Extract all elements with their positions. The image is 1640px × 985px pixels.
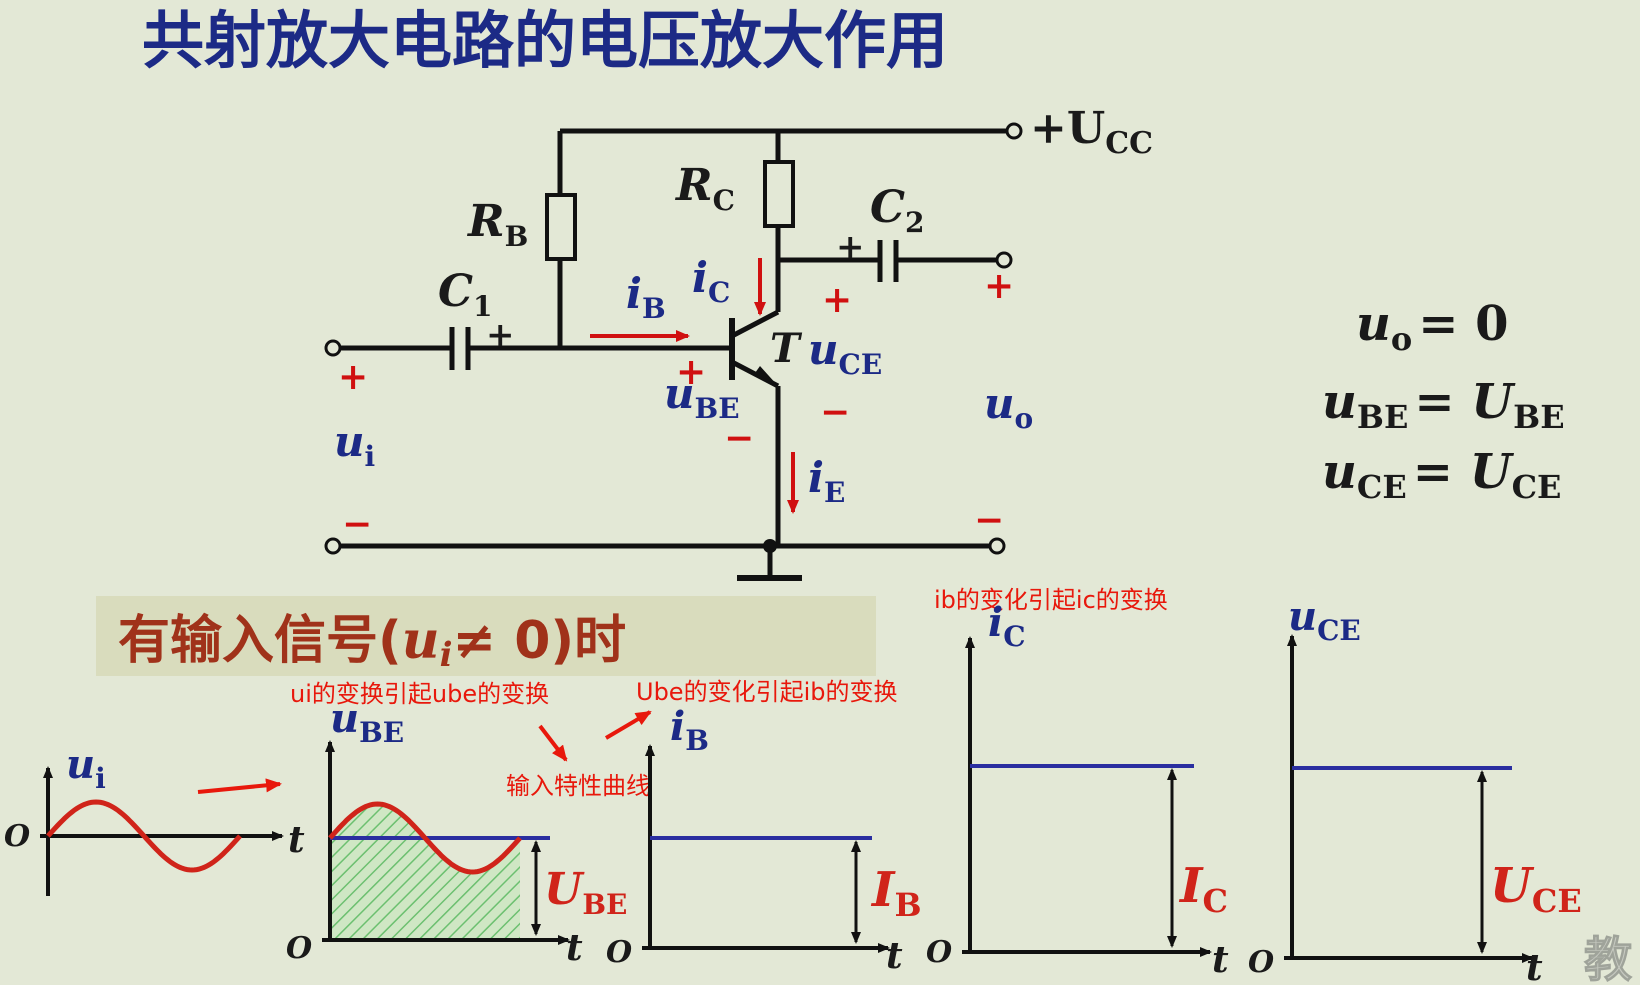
banner-background xyxy=(96,596,876,676)
transistor-emitter xyxy=(730,359,780,389)
plot-ic-level-label: IC xyxy=(1178,858,1228,920)
terminal-input xyxy=(324,339,342,357)
ube-label: uBE xyxy=(664,369,740,425)
plot-ui: ui t O xyxy=(4,741,305,896)
c2-plus-sign: + xyxy=(836,227,865,267)
static-equations: uo= 0 uBE= UBE uCE= UCE xyxy=(1322,296,1565,506)
circuit-diagram xyxy=(340,128,1008,581)
plot-ui-xlabel: t xyxy=(288,819,305,861)
plot-ube-xlabel: t xyxy=(566,927,583,969)
plot-uce: uCE t O UCE xyxy=(1248,593,1582,985)
vcc-label: +UCC xyxy=(1030,103,1153,161)
c1-plus-sign: + xyxy=(486,315,515,355)
plot-ube-origin: O xyxy=(286,931,312,966)
plot-ube: uBE t O UBE xyxy=(286,695,627,969)
ib-label: iB xyxy=(626,269,666,325)
annotation-arrow-ui xyxy=(197,778,282,794)
plot-ic: iC t O IC xyxy=(926,599,1229,981)
plot-ic-xlabel: t xyxy=(1212,939,1229,981)
plot-ib: iB t O IB xyxy=(606,703,922,977)
uce-label: uCE xyxy=(808,325,882,381)
annotation-ib-to-ic: ib的变化引起ic的变换 xyxy=(934,586,1168,614)
transistor-label: T xyxy=(770,325,803,372)
uo-minus-sign: − xyxy=(974,499,1004,541)
annotation-ube-to-ib: Ube的变化引起ib的变换 xyxy=(636,678,897,706)
equation-uce: uCE= UCE xyxy=(1322,444,1561,506)
annotation-input-curve: 输入特性曲线 xyxy=(506,772,650,800)
plot-uce-level-label: UCE xyxy=(1490,858,1582,920)
transistor-collector xyxy=(730,309,780,339)
watermark: 教 xyxy=(1584,932,1632,985)
uo-label: uo xyxy=(984,379,1033,435)
uo-plus-sign: + xyxy=(984,265,1014,307)
plot-ube-hatched-area xyxy=(330,804,520,940)
plot-ib-origin: O xyxy=(606,935,632,970)
plot-ui-origin: O xyxy=(4,819,30,854)
resistor-rc xyxy=(763,160,795,228)
plot-uce-ylabel: uCE xyxy=(1288,593,1361,647)
page-title: 共射放大电路的电压放大作用 xyxy=(142,4,948,77)
terminal-vcc xyxy=(1005,122,1023,140)
c2-label: C2 xyxy=(870,182,925,239)
resistor-rb xyxy=(545,193,577,261)
terminal-input-ground xyxy=(324,537,342,555)
terminal-output-ground xyxy=(988,537,1006,555)
ui-plus-sign: + xyxy=(338,356,368,398)
uce-minus-sign: − xyxy=(820,391,850,433)
plot-ui-sine-wave xyxy=(46,799,242,873)
equation-uo: uo= 0 xyxy=(1356,296,1509,358)
plot-uce-xlabel: t xyxy=(1526,947,1543,985)
plot-uce-origin: O xyxy=(1248,945,1274,980)
uce-plus-sign: + xyxy=(822,279,852,321)
banner-text: 有输入信号(ui≠ 0)时 xyxy=(118,610,626,675)
plot-ib-level-label: IB xyxy=(870,862,922,924)
equation-ube: uBE= UBE xyxy=(1322,374,1565,436)
terminal-output xyxy=(995,251,1013,269)
emitter-arrow-icon xyxy=(755,366,778,386)
plot-ube-level-label: UBE xyxy=(544,864,627,921)
plot-ib-ylabel: iB xyxy=(670,703,709,757)
ui-minus-sign: − xyxy=(342,503,372,545)
annotation-ui-to-ube: ui的变换引起ube的变换 xyxy=(290,680,549,708)
rc-label: RC xyxy=(674,160,735,217)
plot-ib-xlabel: t xyxy=(886,935,903,977)
plot-ic-ylabel: iC xyxy=(988,599,1026,653)
plot-ui-ylabel: ui xyxy=(66,741,106,795)
ube-minus-sign: − xyxy=(724,417,754,459)
ic-label: iC xyxy=(692,253,730,309)
ube-plus-sign: + xyxy=(676,351,706,393)
rb-label: RB xyxy=(466,196,528,253)
annotation-arrow-curve xyxy=(538,724,568,762)
plot-ube-ylabel: uBE xyxy=(330,695,404,749)
ground-node xyxy=(763,539,777,553)
annotation-arrow-ib xyxy=(604,710,652,740)
plot-ic-origin: O xyxy=(926,935,952,970)
ui-label: ui xyxy=(334,417,375,473)
c1-label: C1 xyxy=(438,266,493,323)
ie-label: iE xyxy=(808,453,845,509)
plot-ube-sine-wave xyxy=(328,801,522,875)
